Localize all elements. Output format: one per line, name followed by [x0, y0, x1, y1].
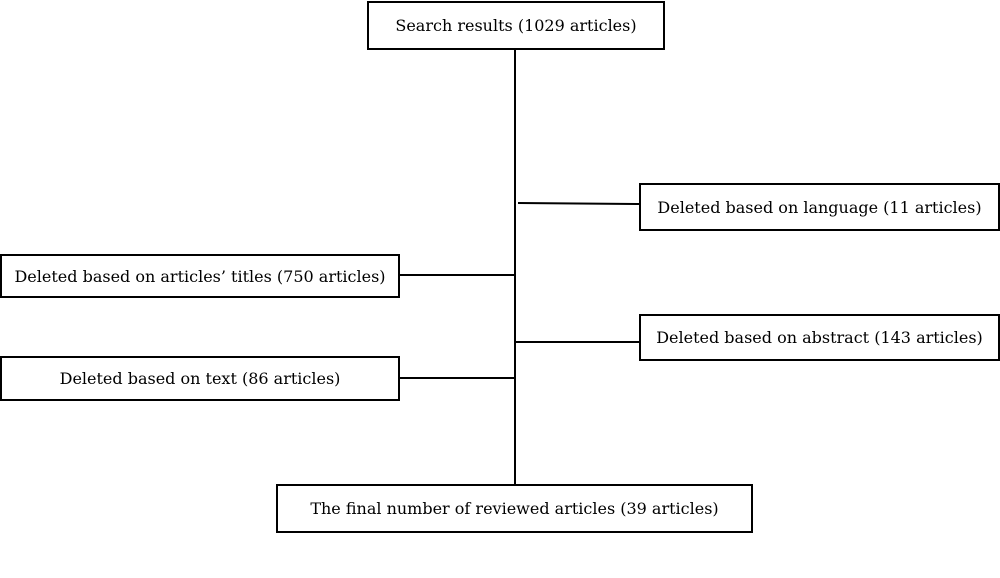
- deleted-text-label: Deleted based on text (86 articles): [59, 369, 341, 388]
- branch-language-line: [517, 202, 641, 205]
- final-reviewed-label: The final number of reviewed articles (3…: [310, 499, 719, 518]
- deleted-titles-label: Deleted based on articles’ titles (750 a…: [14, 266, 386, 286]
- deleted-abstract-box: Deleted based on abstract (143 articles): [639, 314, 1000, 361]
- deleted-text-box: Deleted based on text (86 articles): [0, 356, 400, 401]
- deleted-abstract-label: Deleted based on abstract (143 articles): [656, 328, 983, 347]
- deleted-titles-box: Deleted based on articles’ titles (750 a…: [0, 254, 400, 298]
- search-results-label: Search results (1029 articles): [395, 16, 637, 35]
- search-results-box: Search results (1029 articles): [367, 1, 665, 50]
- deleted-language-box: Deleted based on language (11 articles): [639, 183, 1000, 231]
- final-reviewed-box: The final number of reviewed articles (3…: [276, 484, 753, 533]
- deleted-language-label: Deleted based on language (11 articles): [657, 197, 982, 217]
